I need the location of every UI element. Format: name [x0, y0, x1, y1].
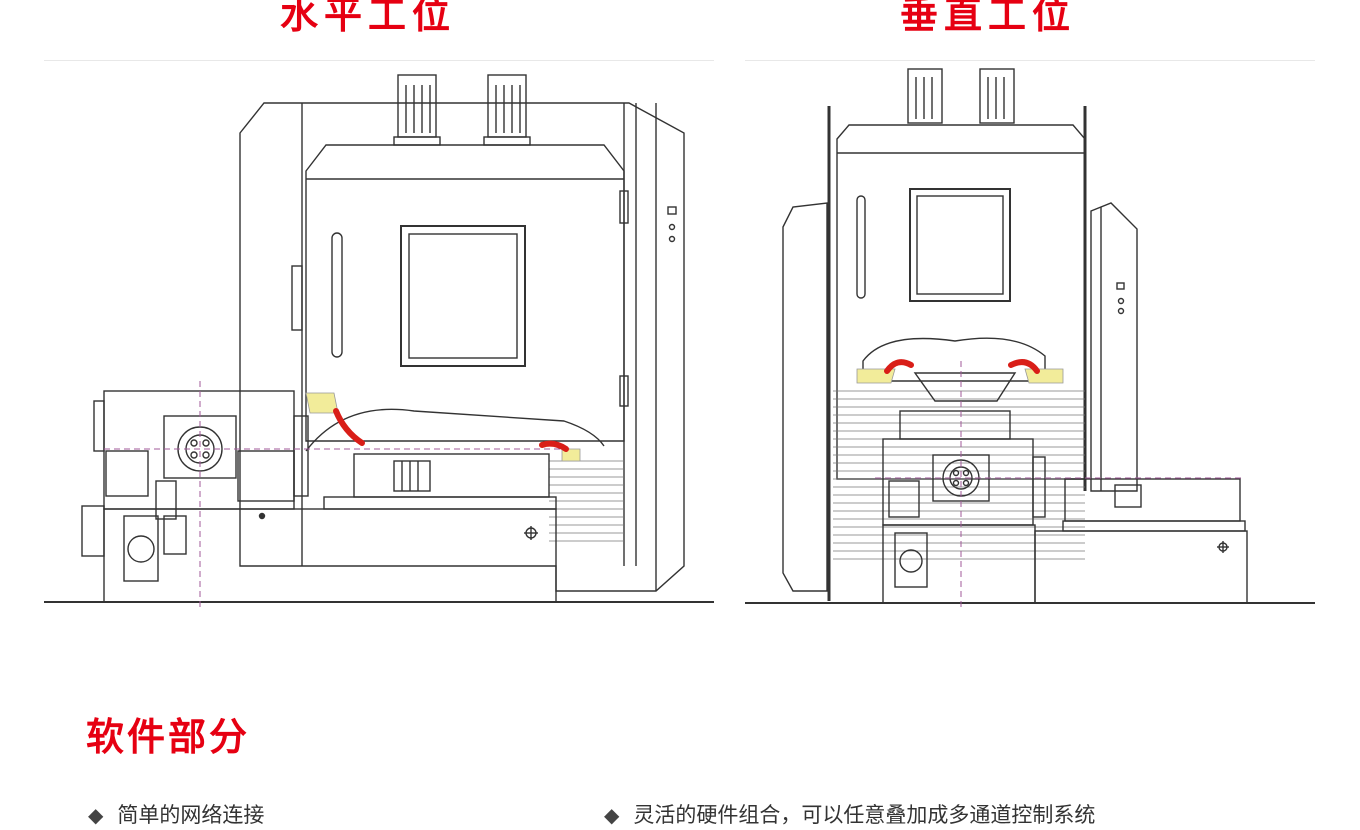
feature-item: ◆ 简单的网络连接 [88, 800, 264, 830]
chamber-frame [239, 102, 685, 592]
chamber-door [305, 144, 625, 442]
left-side-door [782, 202, 828, 592]
heading-vertical-station: 垂直工位 [900, 0, 1077, 37]
heading-horizontal-station: 水平工位 [280, 0, 457, 37]
right-side-door [1090, 202, 1138, 492]
door-handle [856, 195, 866, 299]
fan-motor-2 [979, 68, 1015, 124]
fan-motor-1 [907, 68, 943, 124]
feature-item: ◆ 灵活的硬件组合，可以任意叠加成多通道控制系统 [604, 800, 1095, 830]
fixture-highlights [856, 359, 1064, 384]
slip-table [353, 453, 550, 498]
section-title-software: 软件部分 [86, 715, 251, 759]
feature-text: 灵活的硬件组合，可以任意叠加成多通道控制系统 [633, 803, 1096, 827]
feature-text: 简单的网络连接 [117, 803, 265, 827]
viewing-window [909, 188, 1011, 302]
diamond-bullet-icon: ◆ [604, 803, 620, 827]
head-expander [913, 372, 1017, 402]
machine-base [103, 508, 557, 603]
gear-motor [894, 532, 928, 588]
machine-base [882, 524, 1036, 604]
gear-motor [123, 515, 159, 582]
horizontal-station-diagram [44, 60, 714, 609]
vertical-station-diagram [745, 60, 1315, 609]
fixture-highlights [305, 392, 581, 462]
door-handle [331, 232, 343, 358]
shaker-body [103, 390, 295, 510]
viewing-window [400, 225, 526, 367]
diamond-bullet-icon: ◆ [88, 803, 104, 827]
vertical-station-drawing [745, 68, 1315, 609]
horizontal-station-drawing [44, 74, 714, 609]
